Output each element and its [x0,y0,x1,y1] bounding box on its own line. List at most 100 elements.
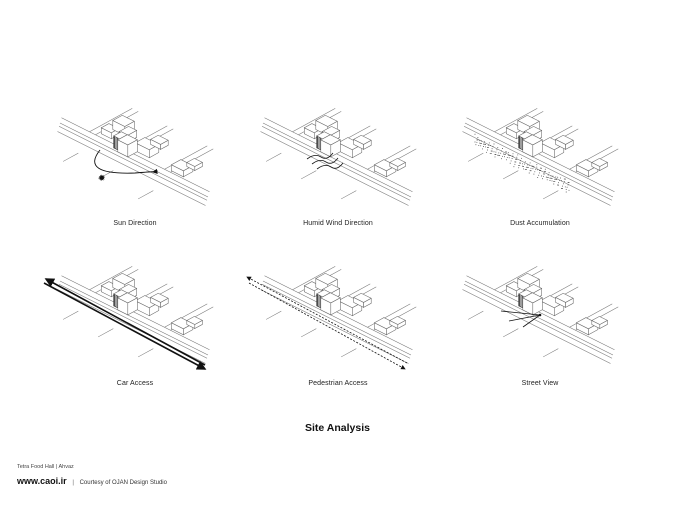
dust-dot [561,188,563,189]
view-rays-overlay [500,310,542,328]
dust-dot [509,154,511,156]
dust-dot [556,179,558,181]
dust-dot [534,171,536,173]
dust-dot [507,154,509,156]
street-grid [260,266,417,364]
dust-dot [555,178,557,180]
dust-dot [480,142,482,144]
project-credit: Tetra Food Hall | Ahvaz [17,464,74,470]
dust-dot [548,172,550,174]
dust-dot [476,139,478,141]
dust-dot [561,185,563,187]
dust-dot [488,142,490,144]
dust-dot [481,142,483,144]
panel-caption: Sun Direction [113,220,157,227]
dust-dot [523,163,525,165]
wind-lines-overlay [306,152,344,170]
dust-dot [528,172,530,174]
dust-dot [502,155,503,157]
dust-dot [491,150,493,152]
panel-caption: Dust Accumulation [510,220,570,227]
dust-dot [559,179,560,181]
dust-dot [493,151,495,153]
dust-dot [490,152,492,154]
panel-car-access: Car Access [40,266,230,403]
dust-dot [498,152,500,154]
dust-dot [561,180,562,182]
dust-dot [539,172,541,174]
dust-dot [520,160,522,162]
building-blocks [303,114,406,178]
dust-dot [503,153,504,155]
dust-dot [510,160,512,162]
panel-dust-accumulation: Dust Accumulation [445,108,635,245]
dust-dot [489,145,491,147]
street-grid [57,108,214,206]
panel-caption: Pedestrian Access [308,380,368,387]
dust-dot [532,165,534,167]
dust-dot [545,176,547,178]
dust-dot [479,142,481,144]
dust-dot [565,189,567,191]
dust-dot [561,188,562,189]
dust-dot [530,170,532,172]
panel-humid-wind-direction: Humid Wind Direction [243,108,433,245]
dust-dot [524,161,526,163]
dust-dot [520,162,522,164]
dust-dot [477,139,479,141]
dust-dot [527,167,529,169]
wind-line [311,157,339,165]
dust-dot [494,156,496,158]
street-grid [462,108,619,206]
car-lane-arrow [43,282,207,370]
site-diagram [246,266,417,370]
dust-dot [552,175,554,177]
website-link[interactable]: www.caoi.ir [17,476,67,486]
panel-sun-direction: ✹ Sun Direction [40,108,230,245]
dust-dot [564,178,566,180]
dust-dot [474,133,476,135]
dust-dot [543,173,545,175]
dust-dot [483,143,484,145]
site-diagram: ✹ [57,108,214,206]
dust-dot [504,153,505,155]
dust-dot [535,168,537,170]
page-title: Site Analysis [305,422,370,434]
dust-dot [536,164,538,166]
dust-dot [517,154,519,156]
site-diagram [462,266,619,364]
building-blocks [100,272,203,336]
dust-dot [501,150,503,152]
dust-dot [525,166,527,168]
dust-dot [553,183,555,185]
wind-line [306,152,334,160]
dust-dot [538,174,540,176]
dust-dot [566,186,568,188]
dust-dot [514,163,516,165]
dust-dot [558,184,560,186]
dust-dot [497,154,499,156]
car-lane-arrow [44,278,206,366]
dust-dot [541,167,542,169]
dust-dot [526,166,528,168]
dust-dot [564,186,566,188]
dust-dot [511,158,513,159]
dust-dot [519,164,521,166]
dust-dot [496,149,498,151]
dust-dot [557,176,559,178]
dust-dot [487,144,489,146]
dust-dot [529,162,531,164]
wind-line [316,162,344,170]
dust-dot [522,163,523,165]
dust-dot [549,180,551,181]
dust-dot [481,140,483,142]
dust-dot [516,156,518,158]
dust-dot [547,174,549,176]
dust-dot [532,168,534,170]
dust-dot [514,161,516,163]
dust-dot [512,155,514,157]
dust-dots-overlay [474,133,570,193]
site-diagram [462,108,619,206]
dust-dot [511,155,513,157]
pedestrian-arrow [246,276,408,364]
